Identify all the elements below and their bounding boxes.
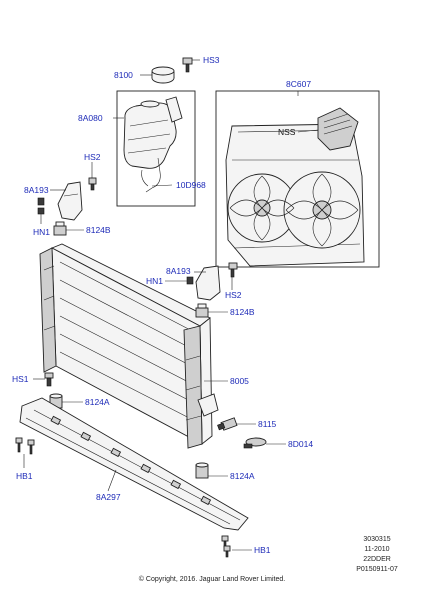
label-8124b-right: 8124B [230, 307, 255, 317]
coolant-expansion-tank [123, 96, 183, 169]
meta-line-2: 11-2010 [364, 546, 389, 553]
bracket-8a193-left [57, 181, 83, 221]
leader-lines [23, 59, 319, 551]
fan-cowl-assembly [225, 123, 365, 267]
diagram-meta: 3030315 11-2010 22DDER P0150911-07 © Cop… [139, 536, 398, 583]
mount-8124b-right [195, 303, 209, 318]
label-8d014: 8D014 [288, 439, 313, 449]
bolts-hb1-bottom [221, 535, 231, 558]
hose-10d968 [145, 157, 161, 193]
label-nss: NSS [278, 127, 296, 137]
fan-cowl-box [215, 90, 380, 268]
nut-hn1-left [37, 197, 45, 215]
label-8124a-right: 8124A [230, 471, 255, 481]
label-8115: 8115 [258, 419, 277, 429]
fan-control-module-nss [317, 107, 359, 151]
meta-line-3: 22DDER [363, 556, 391, 563]
nut-hn1-right [186, 276, 194, 285]
screw-hs1 [44, 372, 54, 387]
sensor-8115 [217, 417, 238, 431]
label-8124a-left: 8124A [85, 397, 110, 407]
label-hs2-right: HS2 [225, 290, 242, 300]
label-hb1-bottom: HB1 [254, 545, 271, 555]
bracket-8a193-right [195, 265, 221, 301]
label-10d968: 10D968 [176, 180, 206, 190]
lower-panel-8a297 [19, 397, 249, 531]
screw-hs3 [182, 57, 193, 73]
coolant-bottle-box [116, 90, 196, 207]
label-8a297: 8A297 [96, 492, 121, 502]
label-8a193-left: 8A193 [24, 185, 49, 195]
screw-hs2-right [228, 262, 238, 278]
mount-8124b-left [53, 221, 67, 236]
label-hs3: HS3 [203, 55, 220, 65]
bolts-hb1-left [15, 437, 35, 455]
meta-line-4: P0150911-07 [356, 566, 398, 573]
radiator-8005 [39, 243, 219, 449]
label-8100: 8100 [114, 70, 133, 80]
pressure-cap-8100 [151, 66, 175, 84]
copyright-notice: © Copyright, 2016. Jaguar Land Rover Lim… [139, 575, 285, 583]
label-8124b-left: 8124B [86, 225, 111, 235]
label-hb1-left: HB1 [16, 471, 33, 481]
label-8a193-right: 8A193 [166, 266, 191, 276]
label-hs2-left: HS2 [84, 152, 101, 162]
label-hs1: HS1 [12, 374, 29, 384]
part-labels: HS3 8100 8A080 8C607 NSS HS2 8A193 10D96… [12, 55, 313, 555]
label-8c607: 8C607 [286, 79, 311, 89]
label-hn1-right: HN1 [146, 276, 163, 286]
screw-hs2-left [88, 177, 97, 191]
label-8005: 8005 [230, 376, 249, 386]
label-8a080: 8A080 [78, 113, 103, 123]
mount-8124a-right [195, 462, 209, 479]
label-hn1-left: HN1 [33, 227, 50, 237]
meta-line-1: 3030315 [363, 536, 390, 543]
drain-plug-8d014 [243, 437, 267, 449]
